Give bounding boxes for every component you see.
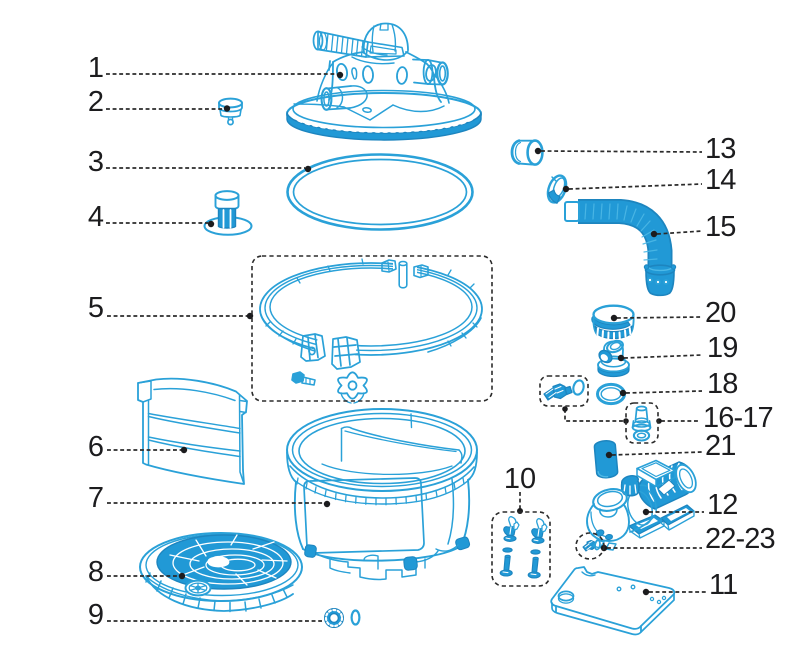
svg-text:9: 9 bbox=[88, 599, 104, 631]
svg-text:2: 2 bbox=[88, 86, 104, 118]
svg-text:4: 4 bbox=[88, 201, 104, 233]
svg-text:1: 1 bbox=[88, 52, 104, 84]
svg-text:16-17: 16-17 bbox=[703, 402, 773, 434]
svg-text:21: 21 bbox=[705, 430, 735, 462]
svg-text:19: 19 bbox=[707, 332, 737, 364]
svg-text:11: 11 bbox=[709, 569, 737, 601]
svg-text:22-23: 22-23 bbox=[705, 523, 775, 555]
svg-text:8: 8 bbox=[88, 556, 104, 588]
svg-text:3: 3 bbox=[88, 146, 104, 178]
svg-text:7: 7 bbox=[88, 482, 104, 514]
svg-text:18: 18 bbox=[707, 368, 737, 400]
svg-text:20: 20 bbox=[705, 297, 735, 329]
svg-text:12: 12 bbox=[707, 489, 737, 521]
svg-text:14: 14 bbox=[705, 164, 736, 196]
svg-text:10: 10 bbox=[504, 463, 536, 495]
svg-text:5: 5 bbox=[88, 292, 104, 324]
svg-text:13: 13 bbox=[705, 133, 735, 165]
svg-text:6: 6 bbox=[88, 431, 104, 463]
svg-text:15: 15 bbox=[705, 211, 735, 243]
